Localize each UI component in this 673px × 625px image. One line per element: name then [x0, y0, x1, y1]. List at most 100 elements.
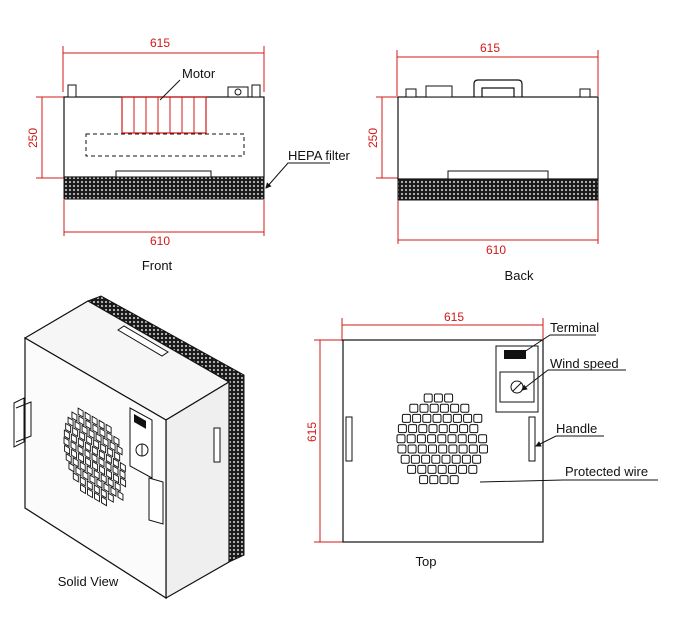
grille-cell: [407, 444, 417, 454]
grille-cell: [458, 444, 468, 454]
grille-cell: [91, 415, 98, 427]
grille-cell: [119, 469, 126, 480]
grille-cell: [416, 434, 426, 444]
back-dim-bottom: 610: [486, 243, 506, 257]
grille-cell: [408, 424, 418, 434]
grille-cell: [113, 472, 120, 484]
back-dim-top-line: [396, 50, 599, 96]
grille-cell: [81, 424, 88, 436]
grille-cell: [72, 456, 79, 468]
front-dim-left: 250: [26, 128, 40, 148]
front-latch-right: [251, 84, 261, 98]
grille-cell: [68, 462, 75, 473]
grille-cell: [479, 444, 488, 454]
front-motor-leader: [159, 79, 181, 101]
grille-cell: [439, 475, 449, 485]
top-handle-right: [528, 416, 536, 462]
grille-cell: [448, 424, 458, 434]
grille-cell: [65, 452, 72, 464]
grille-cell: [100, 442, 107, 454]
grille-cell: [86, 465, 93, 476]
back-hepa-filter: [397, 178, 599, 201]
top-label-terminal: Terminal: [550, 320, 599, 335]
grille-cell: [422, 413, 432, 423]
front-hepa-filter: [63, 176, 265, 200]
grille-cell: [113, 435, 120, 447]
solid-view: Solid View: [13, 295, 245, 600]
back-caption: Back: [505, 268, 534, 283]
grille-cell: [74, 420, 81, 432]
grille-cell: [103, 482, 110, 493]
grille-cell: [77, 407, 84, 418]
top-dim-top-line: [341, 318, 544, 341]
grille-cell: [396, 434, 406, 444]
grille-cell: [87, 487, 93, 499]
grille-cell: [106, 431, 113, 443]
grille-cell: [79, 461, 86, 472]
front-motor-plate: [85, 133, 245, 157]
grille-cell: [78, 415, 85, 426]
back-latch-left: [405, 88, 417, 98]
solid-front-handle-left-grip: [15, 401, 32, 443]
grille-cell: [472, 454, 482, 464]
grille-cell: [410, 454, 420, 464]
top-caption: Top: [416, 554, 437, 569]
top-label-handle: Handle: [556, 421, 597, 436]
grille-cell: [458, 464, 468, 474]
grille-cell: [418, 424, 428, 434]
grille-cell: [77, 444, 84, 456]
grille-cell: [120, 476, 127, 488]
grille-cell: [117, 490, 124, 502]
grille-cell: [67, 416, 74, 428]
grille-cell: [468, 464, 478, 474]
grille-cell: [86, 480, 93, 491]
grille-cell: [438, 424, 448, 434]
grille-cell: [101, 495, 107, 507]
grille-cell: [64, 444, 71, 456]
grille-cell: [467, 434, 477, 444]
back-terminal-box: [425, 85, 453, 98]
grille-cell: [427, 434, 437, 444]
grille-cell: [85, 456, 92, 468]
solid-top-handle: [117, 325, 169, 357]
back-housing: [397, 96, 599, 180]
grille-cell: [397, 424, 407, 434]
grille-cell: [438, 444, 448, 454]
grille-cell: [451, 454, 461, 464]
front-housing: [63, 96, 265, 178]
grille-cell: [452, 413, 462, 423]
grille-cell: [429, 475, 439, 485]
grille-cell: [75, 466, 82, 477]
grille-cell: [105, 453, 112, 465]
back-latch-right: [579, 88, 591, 98]
top-dim-left-line: [314, 339, 343, 543]
grille-cell: [71, 411, 78, 422]
grille-cell: [444, 393, 454, 403]
grille-cell: [84, 441, 91, 453]
grille-cell: [431, 454, 441, 464]
grille-cell: [88, 428, 95, 440]
grille-cell: [96, 478, 103, 489]
grille-cell: [421, 454, 431, 464]
grille-cell: [93, 484, 100, 495]
grille-cell: [102, 436, 109, 448]
grille-cell: [80, 483, 86, 495]
grille-cell: [433, 393, 443, 403]
top-dim-top: 615: [444, 310, 464, 324]
grille-cell: [63, 429, 70, 440]
grille-cell: [459, 424, 469, 434]
grille-cell: [112, 457, 119, 469]
front-dim-top: 615: [150, 36, 170, 50]
grille-cell: [427, 464, 437, 474]
grille-cell: [457, 434, 467, 444]
front-motor: [121, 96, 207, 134]
grille-cell: [98, 449, 105, 461]
grille-cell: [70, 440, 77, 452]
grille-cell: [119, 461, 126, 473]
solid-front-handle-left: [13, 397, 25, 448]
grille-cell: [441, 454, 451, 464]
grille-cell: [437, 464, 447, 474]
front-dim-left-line: [36, 96, 64, 179]
grille-cell: [447, 464, 457, 474]
